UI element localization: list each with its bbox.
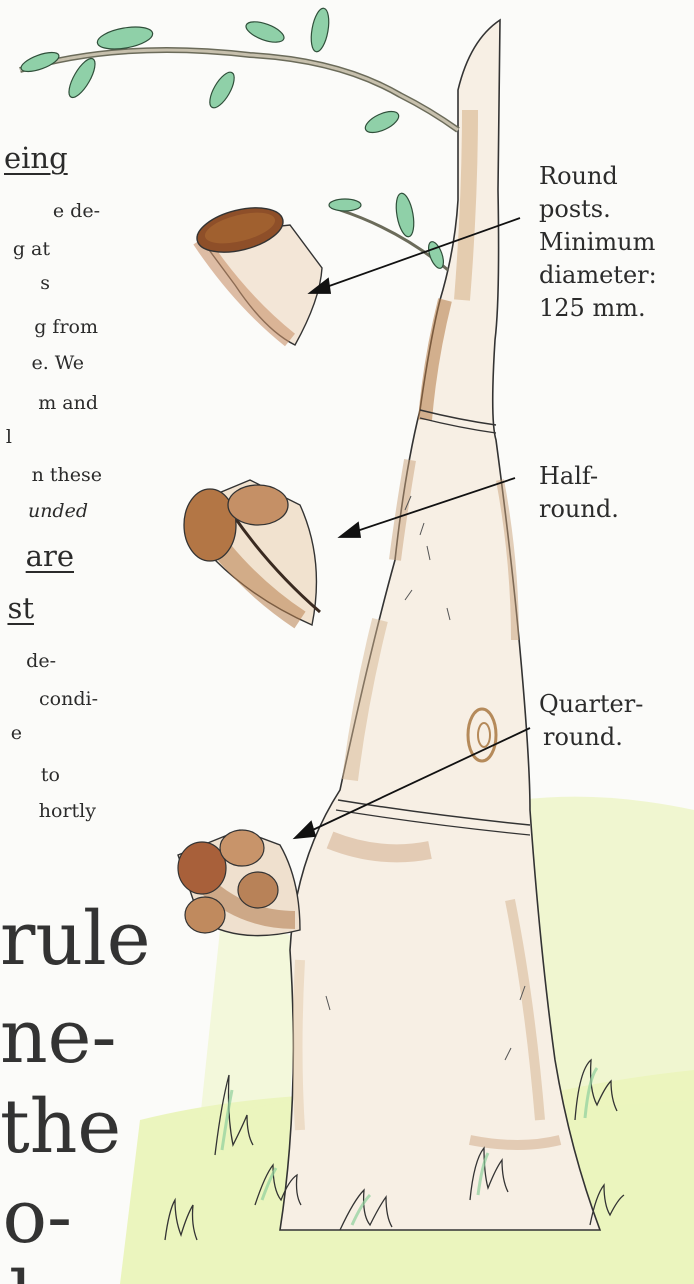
body-text-line: de- (0, 652, 56, 671)
label-line: Round (539, 160, 657, 193)
body-text-line: g from (0, 318, 98, 337)
quarter-round-post (178, 830, 300, 936)
body-text-line: l (0, 428, 12, 447)
large-text-line: the (0, 1090, 100, 1164)
body-text-line: hortly (0, 802, 96, 821)
large-text-line: he (0, 1262, 100, 1284)
heading-fragment: are (0, 542, 74, 571)
label-line: round. (539, 493, 619, 526)
label-line: round. (539, 721, 643, 754)
body-text-line: e (0, 724, 22, 743)
body-text-line: m and (0, 394, 98, 413)
large-text-line: ne- (0, 1000, 112, 1074)
label-line: 125 mm. (539, 292, 657, 325)
quarter-round-label: Quarter- round. (539, 688, 643, 754)
label-line: Half- (539, 460, 619, 493)
body-text-line: unded (0, 502, 88, 521)
body-text-line: e de- (0, 202, 100, 221)
large-text-line: o- (0, 1180, 72, 1254)
round-posts-label: Round posts. Minimum diameter: 125 mm. (539, 160, 657, 325)
half-round-post (184, 480, 320, 625)
label-line: posts. (539, 193, 657, 226)
heading-fragment: eing (4, 144, 68, 173)
body-text-line: s (0, 274, 50, 293)
round-post (192, 200, 322, 345)
label-line: Minimum (539, 226, 657, 259)
heading-fragment: st (0, 594, 34, 623)
body-text-line: g at (0, 240, 50, 259)
body-text-line: n these (0, 466, 102, 485)
label-line: diameter: (539, 259, 657, 292)
body-text-line: to (0, 766, 60, 785)
large-text-line: rule (0, 902, 126, 976)
half-round-label: Half- round. (539, 460, 619, 526)
body-text-line: condi- (0, 690, 98, 709)
label-line: Quarter- (539, 688, 643, 721)
body-text-line: e. We (0, 354, 84, 373)
